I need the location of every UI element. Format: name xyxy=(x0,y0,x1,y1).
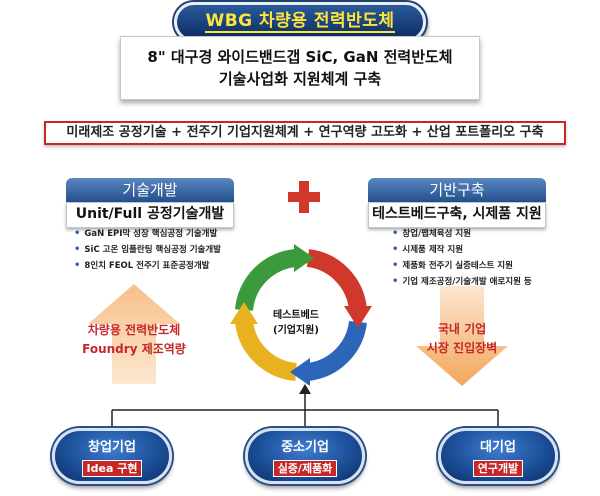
left-arrow-line-2: Foundry 제조역량 xyxy=(82,342,186,356)
cycle-arrow-yellow xyxy=(235,320,298,381)
center-label-line-2: (기업지원) xyxy=(273,325,319,336)
diagram-title: WBG 차량용 전력반도체 xyxy=(205,11,395,33)
center-label-line-1: 테스트베드 xyxy=(273,310,319,321)
up-arrow-icon xyxy=(88,284,180,384)
left-section-subheader: Unit/Full 공정기술개발 xyxy=(66,202,234,228)
cycle-diagram xyxy=(230,244,372,386)
title-badge: WBG 차량용 전력반도체 xyxy=(174,2,426,42)
org-role-badge: 연구개발 xyxy=(472,460,524,477)
goal-bar: 미래제조 공정기술 + 전주기 기업지원체계 + 연구역량 고도화 + 산업 포… xyxy=(44,121,566,145)
right-section-subheader: 테스트베드구축, 시제품 지원 xyxy=(368,202,546,228)
left-arrow-line-1: 차량용 전력반도체 xyxy=(87,323,181,337)
left-bullet-item: GaN EPI막 성장 핵심공정 기술개발 xyxy=(74,226,264,242)
org-role-badge: 실증/제품화 xyxy=(272,460,338,477)
subtitle-box: 8" 대구경 와이드밴드갭 SiC, GaN 전력반도체 기술사업화 지원체계 … xyxy=(120,36,480,100)
right-bullet-item: 기업 제조공정/기술개발 애로지원 등 xyxy=(392,274,592,290)
left-section: 기술개발 Unit/Full 공정기술개발 xyxy=(66,178,234,228)
org-sme: 중소기업 실증/제품화 xyxy=(245,428,365,484)
org-large-enterprise: 대기업 연구개발 xyxy=(438,428,558,484)
left-bullet-item: SiC 고온 임플란팅 핵심공정 기술개발 xyxy=(74,242,264,258)
right-section-header: 기반구축 xyxy=(368,178,546,202)
right-arrow-caption: 국내 기업 시장 진입장벽 xyxy=(392,320,532,358)
cycle-arrow-green xyxy=(235,249,298,312)
subtitle-line-1: 8" 대구경 와이드밴드갭 SiC, GaN 전력반도체 xyxy=(147,48,453,66)
right-bullet-list: 창업/팹체육성 지원 시제품 제작 지원 제품화 전주기 실증테스트 지원 기업… xyxy=(392,226,592,290)
right-bullet-item: 제품화 전주기 실증테스트 지원 xyxy=(392,258,592,274)
subtitle-line-2: 기술사업화 지원체계 구축 xyxy=(218,70,382,88)
center-label: 테스트베드 (기업지원) xyxy=(250,302,342,346)
org-name: 대기업 xyxy=(480,440,516,455)
org-startup: 창업기업 Idea 구현 xyxy=(52,428,172,484)
plus-icon xyxy=(288,181,320,213)
org-role-badge: Idea 구현 xyxy=(81,460,143,477)
left-bullet-list: GaN EPI막 성장 핵심공정 기술개발 SiC 고온 임플란팅 핵심공정 기… xyxy=(74,226,264,274)
right-arrow-line-2: 시장 진입장벽 xyxy=(426,341,498,355)
left-bullet-item: 8인치 FEOL 전주기 표준공정개발 xyxy=(74,258,264,274)
cycle-arrow-red xyxy=(306,249,367,312)
left-arrow-caption: 차량용 전력반도체 Foundry 제조역량 xyxy=(64,321,204,359)
org-name: 창업기업 xyxy=(88,440,136,455)
down-arrow-icon xyxy=(416,286,508,386)
cycle-arrow-blue xyxy=(306,320,367,381)
right-arrow-line-1: 국내 기업 xyxy=(437,322,487,336)
left-section-header: 기술개발 xyxy=(66,178,234,202)
right-section: 기반구축 테스트베드구축, 시제품 지원 xyxy=(368,178,546,228)
right-bullet-item: 시제품 제작 지원 xyxy=(392,242,592,258)
right-bullet-item: 창업/팹체육성 지원 xyxy=(392,226,592,242)
org-name: 중소기업 xyxy=(281,440,329,455)
